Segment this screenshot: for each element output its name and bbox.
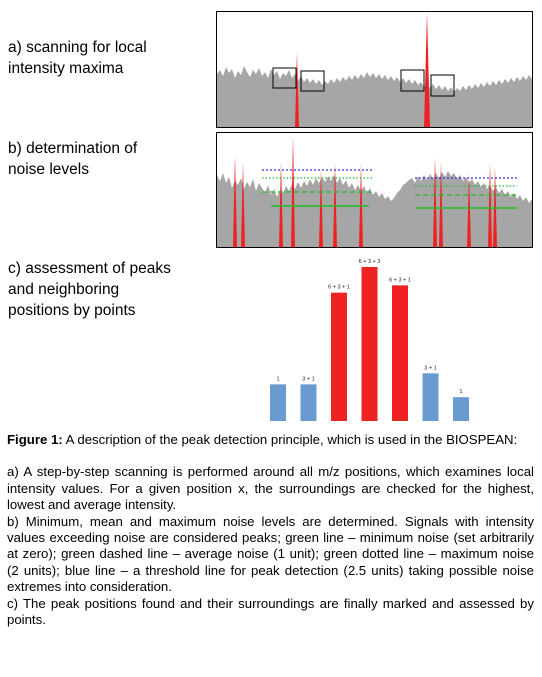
- panel-a-scan-window-1: [272, 67, 297, 89]
- caption-paragraph-a: a) A step-by-step scanning is performed …: [7, 464, 534, 513]
- points-bar-7: [453, 397, 469, 421]
- panel-b-peak-11: [488, 163, 492, 247]
- caption-paragraph-b: b) Minimum, mean and maximum noise level…: [7, 513, 534, 595]
- panel-a-label: a) scanning for local intensity maxima: [8, 37, 147, 79]
- panel-b-noise-levels: [216, 132, 533, 248]
- panel-a-spectrum-fill: [217, 66, 532, 127]
- panel-c-label-line2: and neighboring: [8, 281, 120, 298]
- figure-caption: Figure 1: A description of the peak dete…: [7, 432, 534, 628]
- panel-b-peak-12: [493, 167, 497, 247]
- panel-a-scan-window-4: [430, 74, 455, 97]
- panel-b-peak-5: [319, 169, 323, 247]
- panel-c-label-line1: c) assessment of peaks: [8, 260, 171, 277]
- points-bar-6: [422, 373, 439, 421]
- panel-b-peaks: [233, 135, 497, 247]
- figure-description: A description of the peak detection prin…: [62, 432, 518, 447]
- panel-a-spectrum: [216, 11, 533, 128]
- panel-b-spectrum-fill: [217, 171, 532, 247]
- points-label-6: 3 + 1: [424, 365, 436, 371]
- panel-a-peak-large: [424, 12, 430, 127]
- panel-c-label: c) assessment of peaks and neighboring p…: [8, 258, 171, 321]
- panel-a-peak-small: [295, 52, 299, 127]
- panel-b-noise-lines-left: [262, 169, 372, 207]
- panel-b-peak-1: [233, 155, 237, 247]
- panel-b-peak-7: [359, 163, 363, 247]
- panel-a-scan-window-2: [300, 70, 325, 92]
- panel-b-noise-lines-right: [415, 177, 517, 209]
- caption-paragraph-c: c) The peak positions found and their su…: [7, 595, 534, 628]
- points-label-4: 6 + 3 + 3: [359, 259, 381, 265]
- points-bar-4: [361, 267, 378, 421]
- panel-b-peak-3: [279, 161, 283, 247]
- panel-c-label-line3: positions by points: [8, 302, 136, 319]
- points-bar-1: [270, 384, 286, 421]
- panel-b-label-line2: noise levels: [8, 161, 89, 178]
- points-label-5: 6 + 3 + 1: [389, 277, 411, 283]
- points-label-1: 1: [276, 376, 279, 382]
- panel-b-peak-2: [241, 163, 245, 247]
- panel-c-points-chart: 1 3 + 1 6 + 3 + 1 6 + 3 + 3 6 + 3 + 1 3 + 1 1: [270, 259, 469, 421]
- panel-b-svg: [217, 135, 532, 247]
- panel-a-svg: [217, 12, 532, 127]
- points-label-2: 3 + 1: [302, 376, 314, 382]
- panel-a-label-line2: intensity maxima: [8, 60, 124, 77]
- points-label-7: 1: [459, 389, 462, 395]
- panel-b-peak-9: [439, 161, 443, 247]
- panel-b-label-line1: b) determination of: [8, 140, 138, 157]
- panel-a-scan-window-3: [400, 69, 425, 92]
- panel-b-peak-10: [467, 173, 471, 247]
- panel-a-label-line1: a) scanning for local: [8, 39, 147, 56]
- panel-b-label: b) determination of noise levels: [8, 138, 137, 180]
- caption-heading: Figure 1: A description of the peak dete…: [7, 432, 534, 448]
- points-bar-5: [392, 285, 408, 421]
- panel-b-peak-6: [333, 163, 337, 247]
- panel-b-peak-4: [291, 135, 295, 247]
- points-label-3: 6 + 3 + 1: [328, 285, 350, 291]
- points-bar-3: [331, 292, 347, 421]
- panel-b-peak-8: [433, 157, 437, 247]
- points-bar-2: [300, 384, 317, 421]
- figure-label: Figure 1:: [7, 432, 63, 447]
